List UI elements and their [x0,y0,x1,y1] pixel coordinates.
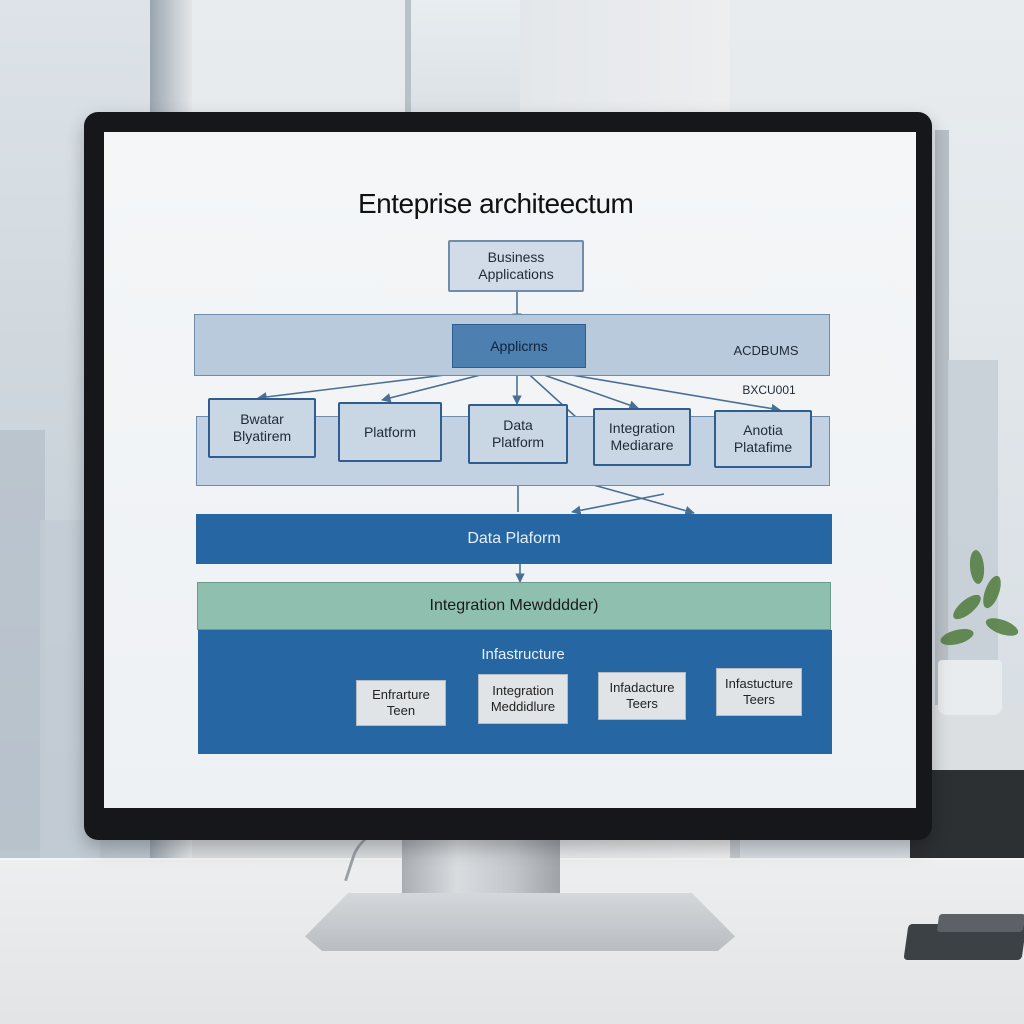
infra-tile-1: Enfrarture Teen [356,680,446,726]
platform-box-1: Bwatar Blyatirem [208,398,316,458]
platform-label-4: Integration Mediarare [608,420,676,453]
arrow-p4-cross [571,493,665,516]
applications-right-text: ACDBUMS [733,343,799,359]
infra-tile-2: Integration Meddidlure [478,674,568,724]
business-applications-label: Business Applications [478,249,554,282]
notebook [936,914,1024,932]
platform-label-2: Platform [363,423,417,440]
infra-tile-label-3: Infadacture Teers [609,679,675,711]
shelf [930,705,1024,775]
platform-label-3: Data Platform [491,417,545,450]
applications-box: Applicrns [452,324,586,368]
diagram-title: Enteprise architeectum [358,188,634,219]
infrastructure-title-text: Infastructure [481,646,565,663]
platform-label-5: Anotia Platafime [733,422,793,455]
infra-tile-3: Infadacture Teers [598,672,686,720]
infra-tile-label-4: Infastucture Teers [725,675,793,707]
infra-tile-label-2: Integration Meddidlure [490,682,556,714]
platform-box-5: Anotia Platafime [714,410,812,468]
infra-tile-4: Infastucture Teers [716,668,802,716]
platform-box-3: Data Platform [468,404,568,464]
data-platform-label: Data Plaform [467,530,561,547]
infrastructure-title: Infastructure [458,644,588,666]
monitor-screen: Enteprise architeectum Business Applicat… [104,132,916,808]
platform-box-2: Platform [338,402,442,462]
infra-tile-label-1: Enfrarture Teen [372,686,430,718]
city-building [0,430,45,850]
applications-right-label: ACDBUMS [714,338,818,364]
integration-band-label: Integration Mewdddder) [429,597,599,614]
integration-band: Integration Mewdddder) [197,582,831,630]
monitor-stand-base [305,893,735,951]
plant-pot [938,660,1002,715]
business-applications-box: Business Applications [448,240,584,292]
side-tag: BXCU001 [734,380,804,400]
platform-box-4: Integration Mediarare [593,408,691,466]
platform-label-1: Bwatar Blyatirem [232,411,292,444]
data-platform-band: Data Plaform [196,514,832,564]
side-tag-text: BXCU001 [742,382,796,397]
applications-label: Applicrns [490,337,548,354]
